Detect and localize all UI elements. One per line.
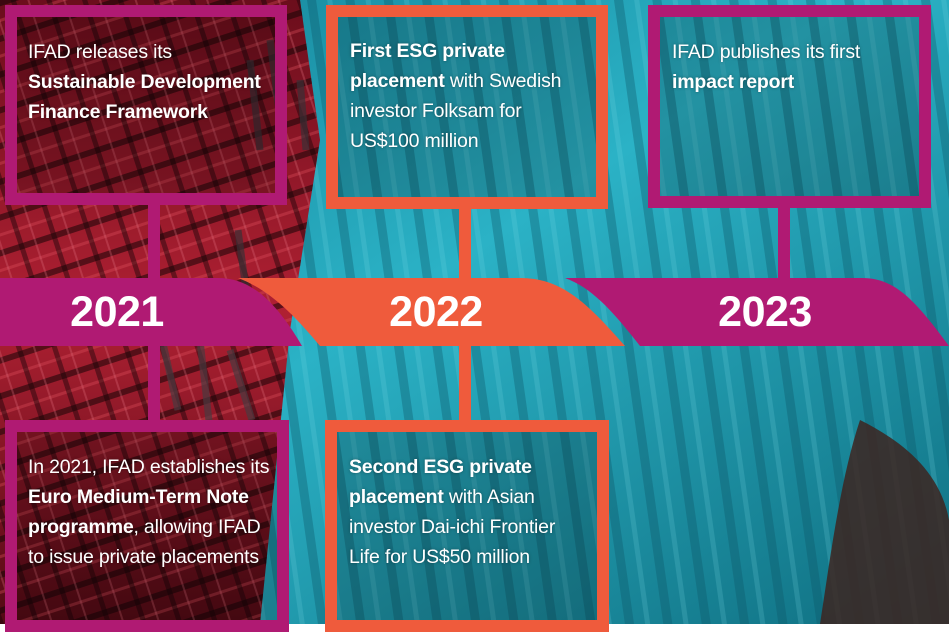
card-2021-emtn-programme: In 2021, IFAD establishes its Euro Mediu… bbox=[5, 420, 289, 632]
connector-2022-bottom bbox=[459, 340, 471, 428]
card-2022-first-placement: First ESG private placement with Swedish… bbox=[326, 5, 608, 209]
connector-2021-top bbox=[148, 200, 160, 290]
card-2023-impact-report-text: IFAD publishes its first impact report bbox=[672, 41, 861, 93]
year-label-2023: 2023 bbox=[718, 288, 812, 336]
card-2023-impact-report: IFAD publishes its first impact report bbox=[648, 5, 931, 208]
year-label-2022: 2022 bbox=[389, 288, 483, 336]
ribbon-2022 bbox=[238, 278, 625, 346]
card-2021-framework-text: IFAD releases its Sustainable Developmen… bbox=[28, 41, 261, 123]
year-label-2021: 2021 bbox=[70, 288, 164, 336]
card-2022-second-placement-text: Second ESG private placement with Asian … bbox=[349, 456, 556, 568]
connector-2022-top bbox=[459, 205, 471, 290]
connector-2023-top bbox=[778, 203, 790, 290]
ribbon-2023 bbox=[565, 278, 949, 346]
card-2022-first-placement-text: First ESG private placement with Swedish… bbox=[350, 40, 562, 152]
card-2021-emtn-programme-text: In 2021, IFAD establishes its Euro Mediu… bbox=[28, 456, 270, 568]
ribbon-2021 bbox=[0, 278, 302, 346]
card-2021-framework: IFAD releases its Sustainable Developmen… bbox=[5, 5, 287, 205]
connector-2021-bottom bbox=[148, 340, 160, 428]
card-2022-second-placement: Second ESG private placement with Asian … bbox=[325, 420, 609, 632]
